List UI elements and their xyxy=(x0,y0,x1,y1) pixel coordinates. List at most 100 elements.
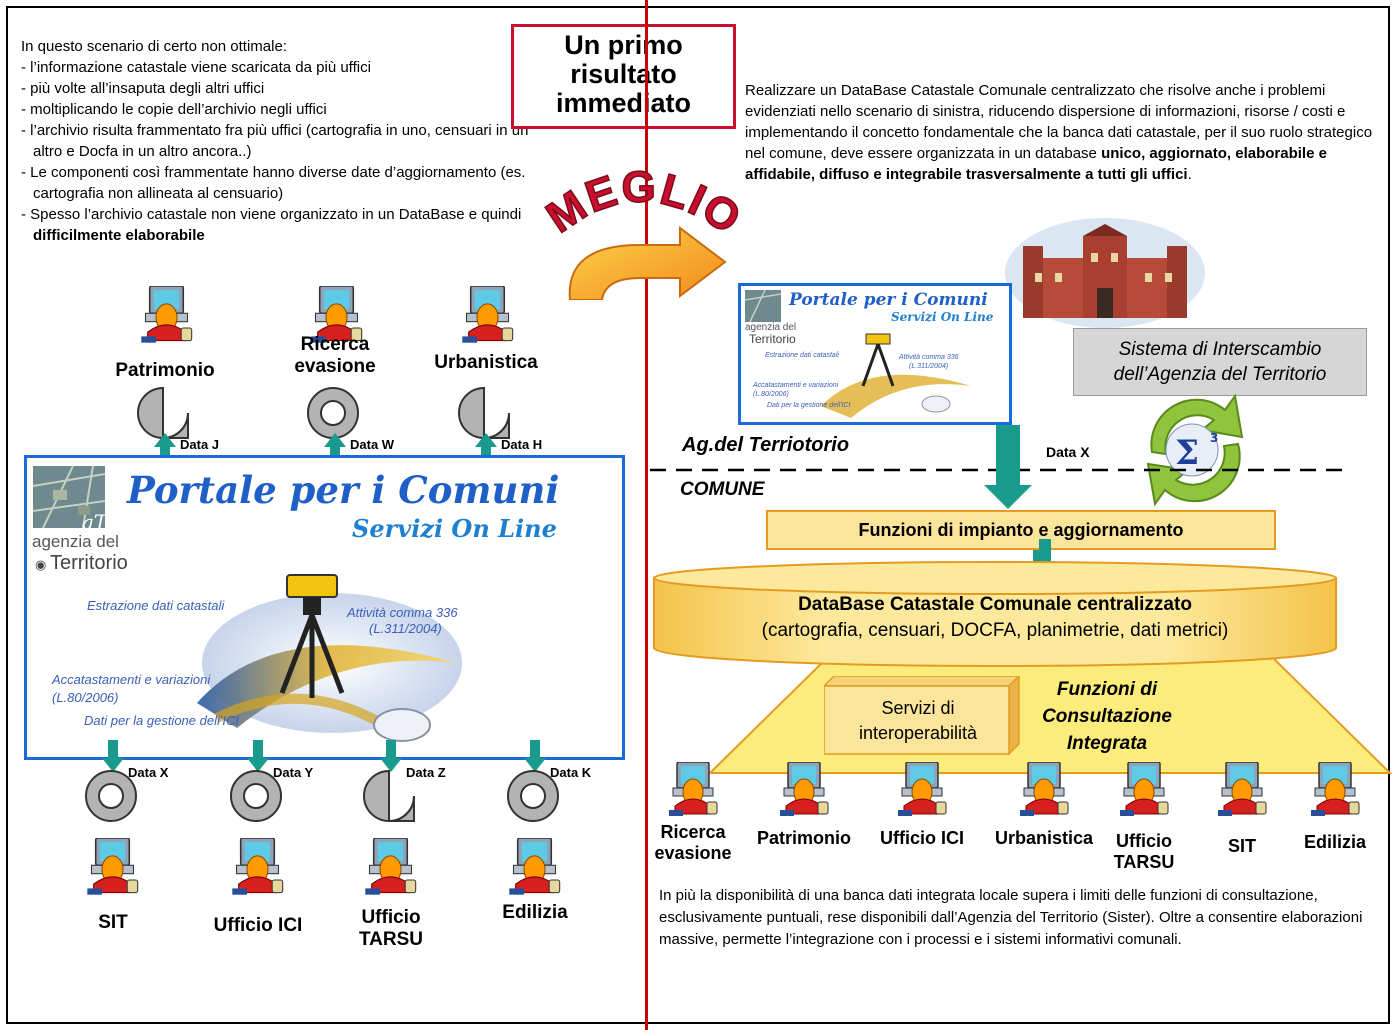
portal-item: Dati per la gestione dell'ICI xyxy=(84,713,239,728)
left-intro-bullet-last: - Spesso l’archivio catastale non viene … xyxy=(21,204,533,246)
mouse-icon xyxy=(373,708,431,742)
user-computer-icon xyxy=(1020,762,1069,816)
left-intro-lead: In questo scenario di certo non ottimale… xyxy=(21,38,287,55)
exchange-cycle-icon: Σ 3 xyxy=(1146,393,1244,507)
portal-title: Portale per i Comuni xyxy=(789,290,988,310)
office-label: Edilizia xyxy=(1275,832,1395,853)
divider-line xyxy=(645,0,648,1030)
data-label: Data Y xyxy=(273,765,314,780)
portal-illustration xyxy=(197,574,462,742)
office-label-line: Patrimonio xyxy=(115,360,215,381)
user-computer-icon xyxy=(232,838,284,895)
left-intro-last-text: - Spesso l’archivio catastale non viene … xyxy=(21,206,522,223)
sistema-line: Sistema di Interscambio xyxy=(1118,339,1322,360)
left-intro-last-bold: difficilmente elaborabile xyxy=(33,227,205,244)
database-subtitle: (cartografia, censuari, DOCFA, planimetr… xyxy=(761,620,1229,641)
user-computer-icon xyxy=(87,838,139,895)
portal-item: (L.80/2006) xyxy=(753,391,789,398)
bottom-note: In più la disponibilità di una banca dat… xyxy=(659,887,1363,948)
portal-item: Accatastamenti e variazioni xyxy=(52,672,211,687)
data-label: Data K xyxy=(550,765,592,780)
portal-subtitle: Servizi On Line xyxy=(352,514,557,543)
portal-item: Accatastamenti e variazioni xyxy=(753,382,839,389)
down-arrow-icon xyxy=(984,425,1032,509)
portal-title: Portale per i Comuni xyxy=(127,468,560,512)
aerial-map-icon xyxy=(745,290,781,322)
right-intro-bold: unico, aggiornato, elaborabile e affidab… xyxy=(745,145,1327,183)
office-label: SIT xyxy=(23,912,203,934)
office-label-line: Ufficio ICI xyxy=(213,915,303,936)
left-intro-bullet: - Le componenti così frammentate hanno d… xyxy=(21,164,526,202)
user-computer-icon xyxy=(311,286,363,343)
database-cylinder xyxy=(653,561,1337,667)
agency-line2: Territorio xyxy=(749,332,796,346)
seal-icon: ◉ xyxy=(35,557,50,572)
agency-small-logo: aT xyxy=(82,510,108,534)
servizi-line: Servizi di xyxy=(881,698,955,718)
portal-right: agenzia del Territorio Portale per i Com… xyxy=(738,283,1012,425)
data-x-right-label: Data X xyxy=(1046,444,1090,460)
office-label: Ufficio ICI xyxy=(862,828,982,849)
portal-item: Attività comma 336 xyxy=(347,605,458,620)
office-label-line: Ufficio xyxy=(361,907,421,928)
down-arrow-icon xyxy=(524,740,546,772)
up-arrow-icon xyxy=(324,433,346,465)
office-label-line: Ufficio ICI xyxy=(880,828,964,848)
office-label-line: Urbanistica xyxy=(434,352,538,373)
comune-label: COMUNE xyxy=(680,479,765,500)
sistema-box: Sistema di Interscambio dell’Agenzia del… xyxy=(1073,328,1367,396)
user-computer-icon xyxy=(509,838,561,895)
office-label-line: Ufficio xyxy=(1116,831,1172,851)
right-intro-end: . xyxy=(1187,166,1192,183)
portal-left: aT agenzia del ◉ Territorio Portale per … xyxy=(24,455,625,760)
user-computer-icon xyxy=(1120,762,1169,816)
agency-line1: agenzia del xyxy=(745,322,797,333)
portal-item: Attività comma 336 xyxy=(899,354,959,361)
aerial-map-icon xyxy=(33,466,105,528)
office-label: Urbanistica xyxy=(396,352,576,374)
left-intro-bullet: - moltiplicando le copie dell’archivio n… xyxy=(21,101,327,118)
portal-item: (L.80/2006) xyxy=(52,690,119,705)
portal-item: (L.311/2004) xyxy=(909,363,949,370)
user-computer-icon xyxy=(1311,762,1360,816)
curved-arrow-icon xyxy=(568,225,727,300)
consultazione-line: Consultazione xyxy=(1042,706,1172,727)
office-label: SIT xyxy=(1182,836,1302,857)
cd-disc-icon xyxy=(85,770,137,822)
title-line: risultato xyxy=(570,59,677,89)
office-label-line: evasione xyxy=(654,843,732,863)
portal-illustration xyxy=(821,333,971,418)
consultazione-line: Integrata xyxy=(1066,733,1148,754)
office-label-line: TARSU xyxy=(1113,852,1175,872)
office-label: Patrimonio xyxy=(75,360,255,382)
agency-line1: agenzia del xyxy=(32,532,119,551)
office-label-line: TARSU xyxy=(358,929,424,950)
consultazione-line: Funzioni di xyxy=(1056,679,1158,700)
page-frame xyxy=(6,6,1390,1024)
portal-item: Estrazione dati catastali xyxy=(765,352,839,359)
portal-subtitle: Servizi On Line xyxy=(891,310,994,324)
svg-text:Σ: Σ xyxy=(1175,433,1199,473)
up-arrow-icon xyxy=(475,433,497,465)
user-computer-icon xyxy=(462,286,514,343)
portal-item: Dati per la gestione dell'ICI xyxy=(767,402,851,409)
ag-territorio-label: Ag.del Terriotorio xyxy=(682,434,850,456)
palace-illustration xyxy=(1005,218,1205,328)
office-label-line: SIT xyxy=(98,912,128,933)
user-computer-icon xyxy=(1218,762,1267,816)
office-label: Ufficio ICI xyxy=(168,915,348,937)
user-computer-icon xyxy=(141,286,193,343)
office-label-line: Ricerca xyxy=(300,334,370,355)
cd-disc-icon xyxy=(230,770,282,822)
user-computer-icon xyxy=(898,762,947,816)
office-label: Patrimonio xyxy=(744,828,864,849)
office-label-line: Patrimonio xyxy=(756,828,851,848)
office-label: Edilizia xyxy=(445,902,625,924)
office-label-line: Edilizia xyxy=(1303,832,1366,852)
data-label: Data H xyxy=(501,437,543,452)
title-box: Un primo risultato immediato xyxy=(511,24,736,129)
down-arrow-icon xyxy=(247,740,269,772)
